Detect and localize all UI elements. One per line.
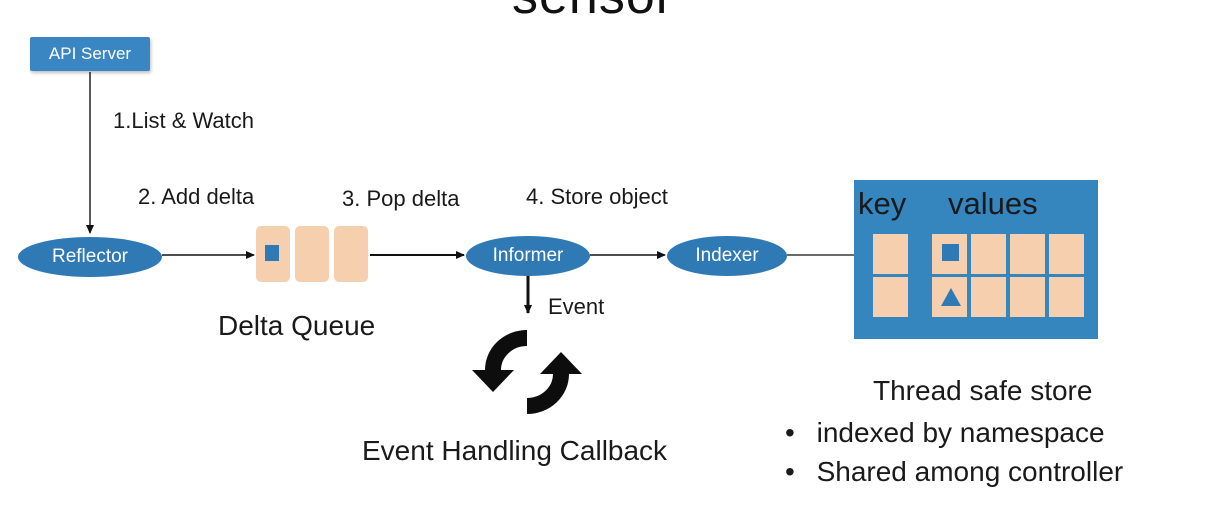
indexer-node: Indexer xyxy=(667,236,787,276)
delta-queue-cell xyxy=(334,226,368,282)
step-pop-delta: 3. Pop delta xyxy=(342,186,460,211)
step-add-delta: 2. Add delta xyxy=(138,184,255,209)
store-value-cell xyxy=(1049,277,1084,317)
store-key-cell xyxy=(873,277,908,317)
bullet-text: indexed by namespace xyxy=(816,417,1105,448)
store-key-cell xyxy=(873,234,908,274)
store-title: Thread safe store xyxy=(873,375,1093,406)
bullet-dot: • xyxy=(785,456,795,487)
store-value-cell xyxy=(1010,277,1045,317)
callback-label: Event Handling Callback xyxy=(362,435,668,466)
sync-arrows-icon xyxy=(472,330,582,414)
store-value-cell xyxy=(1010,234,1045,274)
api-server-node: API Server xyxy=(30,37,150,71)
store-value-cell xyxy=(1049,234,1084,274)
store-value-cell xyxy=(971,234,1006,274)
store-bullet-1: • indexed by namespace xyxy=(785,417,1105,449)
event-label: Event xyxy=(548,294,605,319)
store-key-header: key xyxy=(858,186,907,221)
page-title: sensor xyxy=(512,0,674,26)
delta-queue-cell xyxy=(295,226,329,282)
store-bullet-2: • Shared among controller xyxy=(785,456,1123,488)
bullet-text: Shared among controller xyxy=(816,456,1124,487)
informer-node: Informer xyxy=(466,236,590,276)
store-values-header: values xyxy=(948,186,1038,221)
triangle-object-icon xyxy=(941,288,961,306)
store-value-cell xyxy=(971,277,1006,317)
bullet-dot: • xyxy=(785,417,795,448)
step-store-object: 4. Store object xyxy=(526,184,668,209)
step-list-watch: 1.List & Watch xyxy=(113,108,255,133)
reflector-node: Reflector xyxy=(18,237,162,277)
square-object-icon xyxy=(942,244,959,261)
delta-queue-label: Delta Queue xyxy=(218,310,376,341)
delta-object-square xyxy=(265,245,279,261)
